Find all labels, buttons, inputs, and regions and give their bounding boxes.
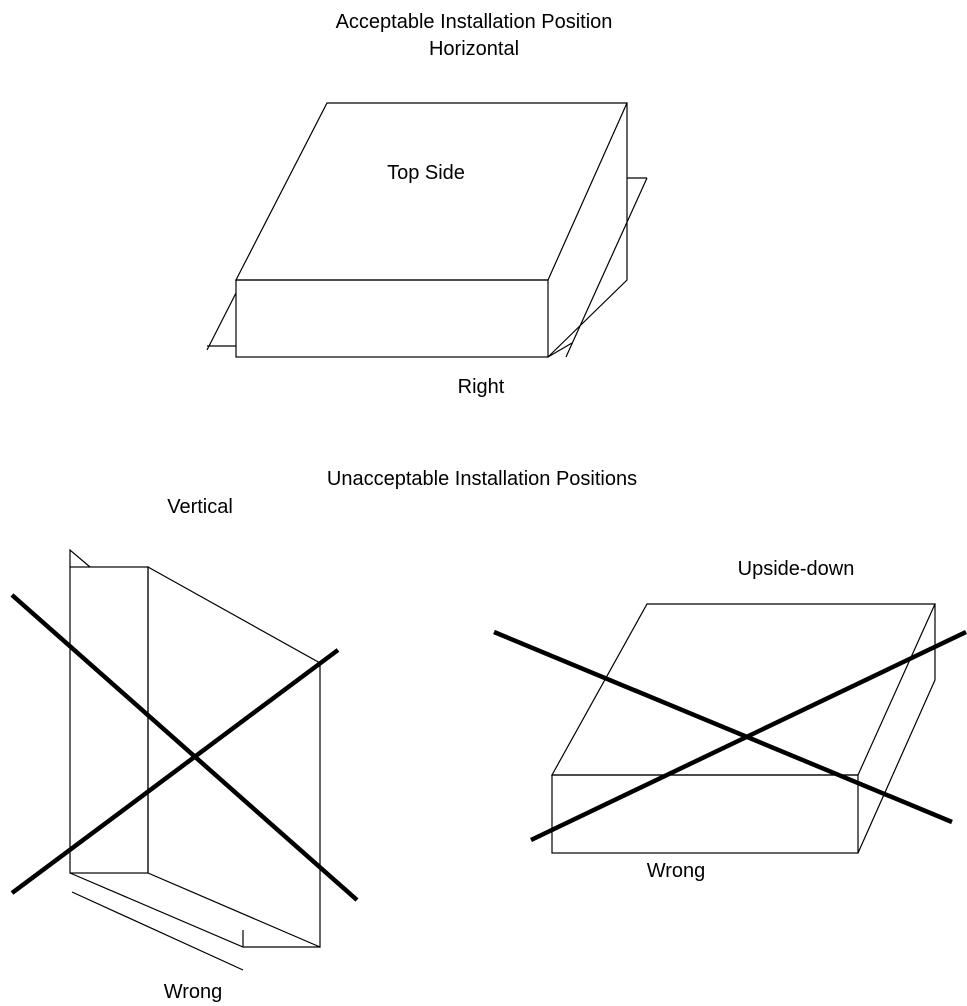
vertical-bottom-face	[69, 872, 320, 948]
upside-down-label: Upside-down	[738, 558, 855, 580]
front-face	[235, 279, 549, 358]
right-side-face	[547, 103, 628, 358]
upside-down-cross-line-2	[530, 629, 967, 843]
horizontal-label: Horizontal	[429, 38, 519, 60]
upside-down-box	[493, 603, 967, 854]
vertical-corner-mark	[69, 548, 91, 568]
vertical-cross-line-1	[10, 593, 359, 902]
left-marker-line	[206, 292, 237, 351]
vertical-front-face	[69, 566, 149, 874]
right-dimension-line	[565, 177, 648, 358]
unacceptable-heading: Unacceptable Installation Positions	[327, 468, 637, 490]
right-label: Right	[458, 376, 505, 398]
vertical-wrong-label: Wrong	[164, 981, 223, 1003]
vertical-label: Vertical	[167, 496, 233, 518]
upside-down-side-face	[857, 604, 936, 854]
right-dimension-end	[547, 342, 573, 358]
top-side-label: Top Side	[387, 162, 465, 184]
horizontal-box	[206, 102, 648, 358]
acceptable-heading: Acceptable Installation Position	[336, 11, 613, 33]
upside-down-top-face	[550, 603, 936, 776]
upside-down-cross-line-1	[493, 629, 953, 825]
upside-down-front-face	[551, 774, 859, 854]
vertical-box	[10, 548, 359, 971]
vertical-cross-line-2	[10, 648, 340, 895]
upside-down-wrong-label: Wrong	[647, 860, 706, 882]
vertical-side-face	[147, 565, 321, 948]
vertical-dimension-line	[71, 891, 244, 971]
top-face	[235, 102, 628, 281]
